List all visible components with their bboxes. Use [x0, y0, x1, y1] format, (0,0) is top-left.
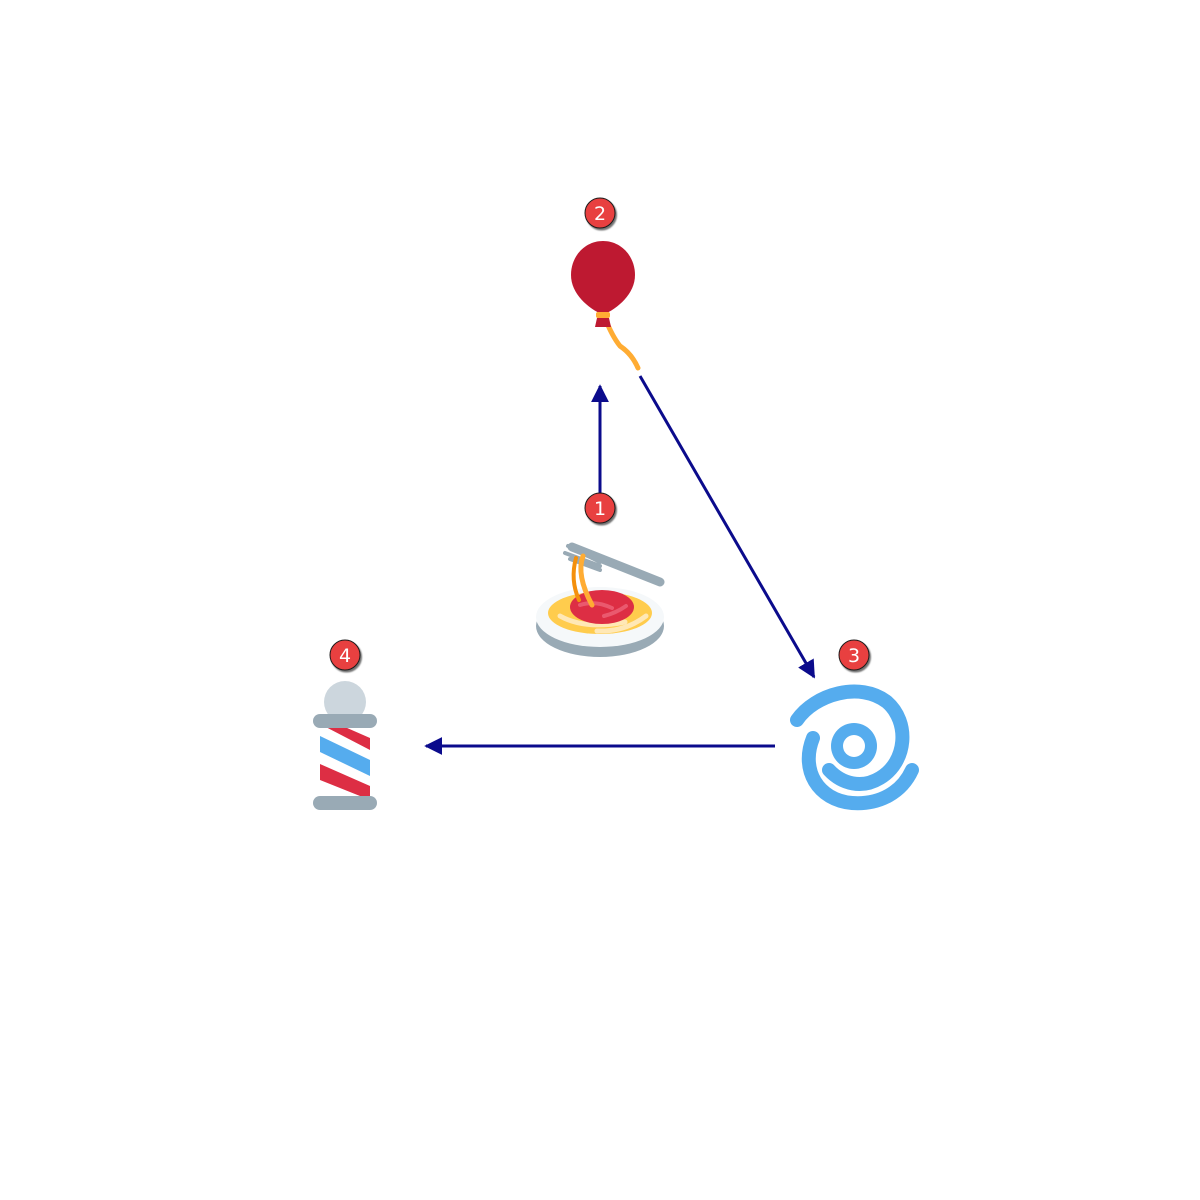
node-2-badge [584, 197, 616, 229]
node-4: 4 [313, 639, 377, 810]
balloon-icon [571, 241, 641, 371]
barber-pole-icon [313, 681, 377, 810]
spaghetti-icon [536, 542, 665, 657]
node-4-badge [329, 639, 361, 671]
node-1: 1 [536, 492, 665, 657]
cyclone-icon [790, 684, 919, 811]
node-2-label: 2 [594, 203, 606, 225]
node-3: 3 [790, 639, 919, 811]
node-2: 2 [571, 197, 641, 371]
node-1-badge [584, 492, 616, 524]
node-3-badge [838, 639, 870, 671]
edge-2-to-3 [638, 375, 816, 679]
node-1-label: 1 [594, 498, 606, 520]
node-4-label: 4 [339, 645, 351, 667]
node-3-label: 3 [848, 645, 860, 667]
